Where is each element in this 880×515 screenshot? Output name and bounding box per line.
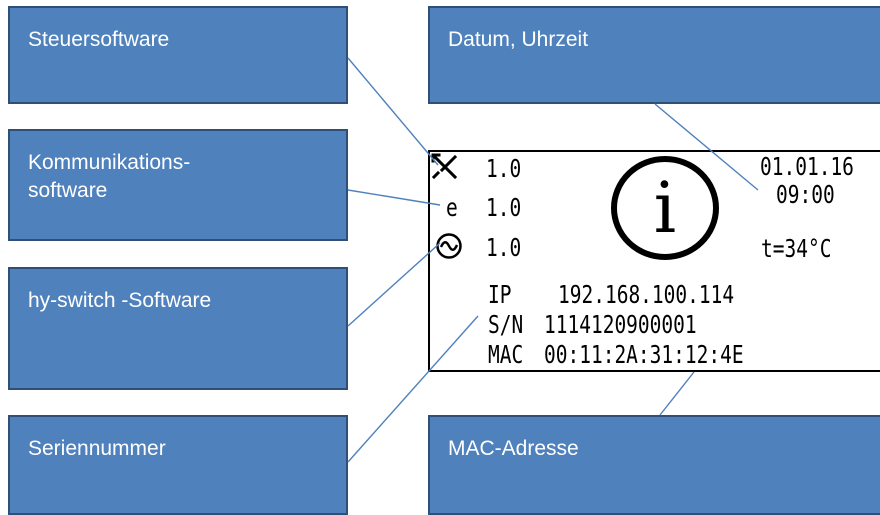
ip-label: IP (488, 280, 512, 309)
sn-label: S/N (488, 310, 524, 339)
ip-value: 192.168.100.114 (558, 280, 735, 309)
leader-line-datum-uhrzeit (654, 103, 759, 191)
leader-line-steuersoftware (347, 57, 439, 166)
steuersoftware-version: 1.0 (486, 154, 522, 183)
callout-label: hy-switch -Software (28, 289, 212, 312)
leader-line-kommunikationssoftware (347, 189, 441, 206)
hy-switch-version: 1.0 (486, 233, 522, 262)
leader-line-seriennummer (347, 315, 479, 463)
kommunikationssoftware-version: 1.0 (486, 193, 522, 222)
callout-datum-uhrzeit: Datum, Uhrzeit (428, 6, 880, 104)
e-icon: e (446, 193, 458, 222)
callout-label: Datum, Uhrzeit (448, 28, 589, 51)
mac-label: MAC (488, 340, 524, 369)
sn-value: 1114120900001 (544, 310, 697, 339)
callout-label: Kommunikations- software (28, 151, 191, 202)
callout-kommunikationssoftware: Kommunikations- software (8, 129, 348, 241)
callout-hy-switch-software: hy-switch -Software (8, 267, 348, 390)
callout-label: Seriennummer (28, 437, 166, 460)
leader-line-hy-switch (347, 242, 441, 327)
callout-steuersoftware: Steuersoftware (8, 6, 348, 104)
leader-line-mac-adresse (659, 371, 695, 416)
mac-value: 00:11:2A:31:12:4E (544, 340, 744, 369)
callout-label: MAC-Adresse (448, 437, 579, 460)
info-symbol: i (654, 167, 676, 249)
info-icon: i (611, 156, 719, 260)
display-temperature: t=34°C (761, 234, 832, 263)
display-time: 09:00 (776, 180, 835, 209)
lcd-display: 1.0 e 1.0 1.0 i 01.01.16 09:00 t=34°C IP… (428, 150, 880, 372)
callout-seriennummer: Seriennummer (8, 415, 348, 515)
callout-label: Steuersoftware (28, 28, 170, 51)
display-date: 01.01.16 (760, 152, 854, 181)
